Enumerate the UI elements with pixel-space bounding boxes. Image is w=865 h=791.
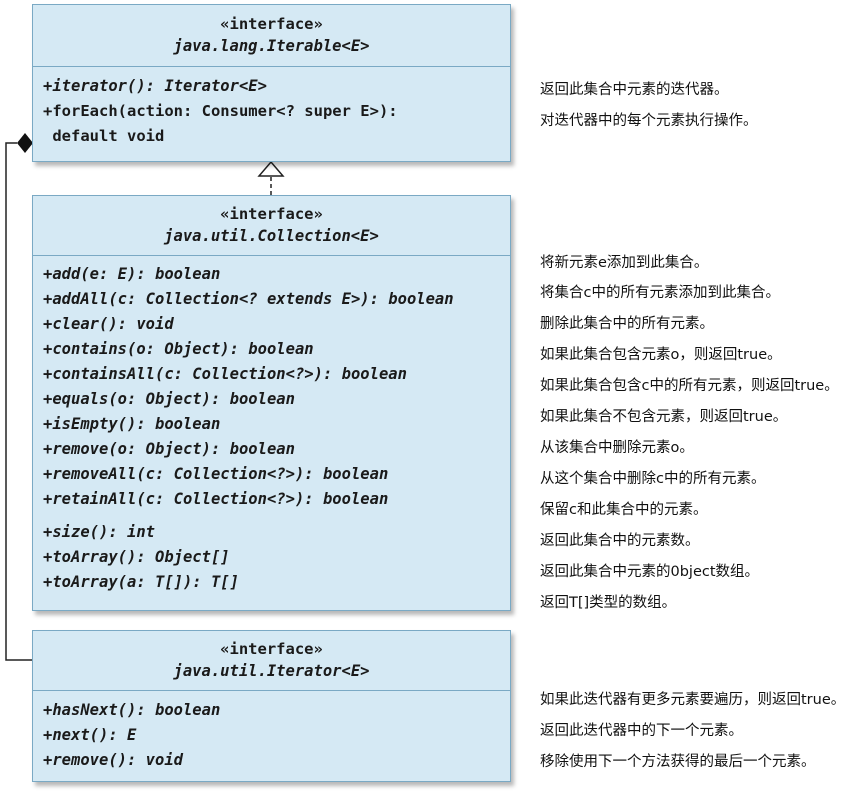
collection-operations: +add(e: E): boolean +addAll(c: Collectio… xyxy=(33,256,510,595)
iterator-desc: 返回此迭代器中的下一个元素。 xyxy=(540,723,743,739)
iterable-desc: 对迭代器中的每个元素执行操作。 xyxy=(540,113,758,129)
collection-op: +clear(): void xyxy=(43,315,174,333)
collection-name: java.util.Collection<E> xyxy=(164,227,379,245)
collection-op: +isEmpty(): boolean xyxy=(43,415,221,433)
iterator-stereotype: «interface» xyxy=(220,640,323,658)
iterable-name: java.lang.Iterable<E> xyxy=(173,37,370,55)
collection-desc: 从该集合中删除元素o。 xyxy=(540,440,694,456)
collection-desc: 删除此集合中的所有元素。 xyxy=(540,316,714,332)
collection-op: +equals(o: Object): boolean xyxy=(43,390,295,408)
collection-op: +size(): int xyxy=(43,523,155,541)
iterable-operations: +iterator(): Iterator<E> +forEach(action… xyxy=(33,67,510,149)
collection-desc: 如果此集合包含c中的所有元素，则返回true。 xyxy=(540,378,839,394)
iterator-operations: +hasNext(): boolean +next(): E +remove()… xyxy=(33,691,510,773)
iterator-op: +hasNext(): boolean xyxy=(43,701,221,719)
iterable-op: default void xyxy=(43,127,165,145)
iterator-header: «interface» java.util.Iterator<E> xyxy=(33,631,510,691)
iterator-interface-box: «interface» java.util.Iterator<E> +hasNe… xyxy=(32,630,511,782)
iterator-desc: 如果此迭代器有更多元素要遍历，则返回true。 xyxy=(540,692,846,708)
iterable-stereotype: «interface» xyxy=(220,15,323,33)
collection-op: +toArray(a: T[]): T[] xyxy=(43,573,239,591)
collection-desc: 返回此集合中元素的0bject数组。 xyxy=(540,564,760,580)
collection-op: +remove(o: Object): boolean xyxy=(43,440,295,458)
collection-header: «interface» java.util.Collection<E> xyxy=(33,196,510,256)
collection-desc: 将集合c中的所有元素添加到此集合。 xyxy=(540,285,780,301)
collection-op: +removeAll(c: Collection<?>): boolean xyxy=(43,465,389,483)
composition-line xyxy=(5,142,32,661)
composition-diamond xyxy=(17,133,33,153)
collection-op: +addAll(c: Collection<? extends E>): boo… xyxy=(43,290,454,308)
iterable-interface-box: «interface» java.lang.Iterable<E> +itera… xyxy=(32,4,511,162)
collection-op: +containsAll(c: Collection<?>): boolean xyxy=(43,365,407,383)
collection-desc: 将新元素e添加到此集合。 xyxy=(540,255,709,271)
iterator-op: +next(): E xyxy=(43,726,137,744)
collection-desc: 从这个集合中删除c中的所有元素。 xyxy=(540,471,766,487)
collection-op: +contains(o: Object): boolean xyxy=(43,340,314,358)
iterable-desc: 返回此集合中元素的迭代器。 xyxy=(540,82,729,98)
collection-op: +add(e: E): boolean xyxy=(43,265,221,283)
collection-desc: 保留c和此集合中的元素。 xyxy=(540,502,708,518)
collection-op: +retainAll(c: Collection<?>): boolean xyxy=(43,490,389,508)
collection-op: +toArray(): Object[] xyxy=(43,548,230,566)
iterable-op: +forEach(action: Consumer<? super E>): xyxy=(43,102,398,120)
collection-desc: 返回此集合中的元素数。 xyxy=(540,533,700,549)
iterator-op: +remove(): void xyxy=(43,751,183,769)
iterable-header: «interface» java.lang.Iterable<E> xyxy=(33,5,510,67)
iterable-op: +iterator(): Iterator<E> xyxy=(43,77,267,95)
collection-stereotype: «interface» xyxy=(220,205,323,223)
generalization-arrowhead xyxy=(257,160,285,177)
iterator-desc: 移除使用下一个方法获得的最后一个元素。 xyxy=(540,754,816,770)
collection-desc: 如果此集合不包含元素，则返回true。 xyxy=(540,409,788,425)
iterator-name: java.util.Iterator<E> xyxy=(173,662,370,680)
collection-desc: 如果此集合包含元素o，则返回true。 xyxy=(540,347,782,363)
collection-desc: 返回T[]类型的数组。 xyxy=(540,595,677,611)
collection-interface-box: «interface» java.util.Collection<E> +add… xyxy=(32,195,511,611)
